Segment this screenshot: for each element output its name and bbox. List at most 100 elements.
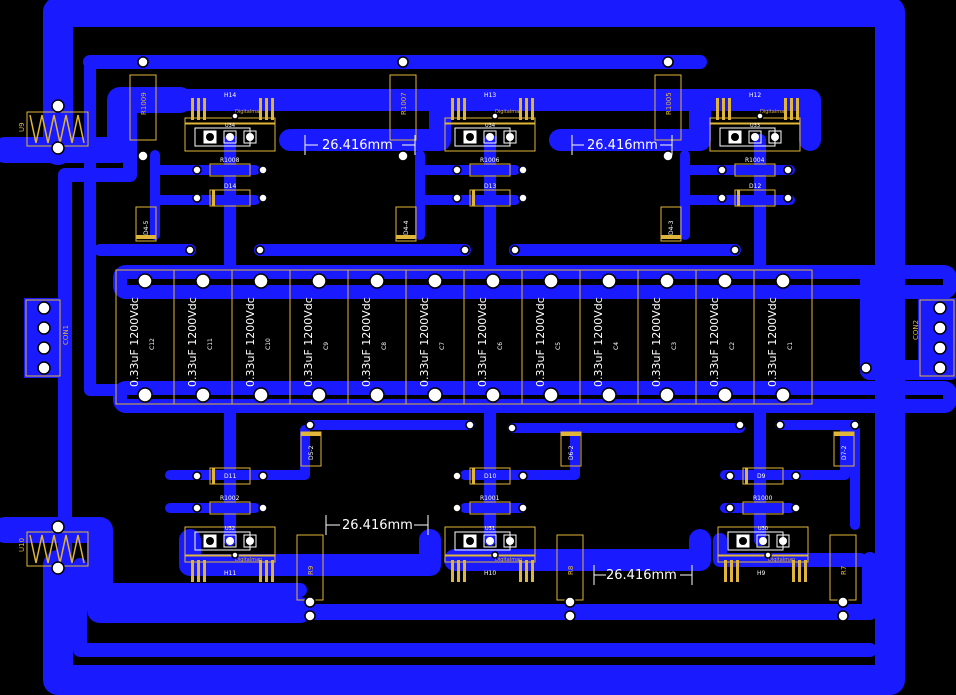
diode-band [737, 190, 740, 206]
capacitor-ref: C5 [555, 342, 562, 350]
capacitor-ref: C6 [497, 342, 504, 350]
diode-band [212, 468, 215, 484]
via-pad [507, 423, 517, 433]
heatsink-base [184, 117, 276, 125]
heatsink-mount-hole [491, 112, 499, 120]
diode-ref: D13 [484, 183, 496, 190]
via-pad [850, 420, 860, 430]
heatsink-fin [451, 98, 454, 120]
left-drain-loop [58, 93, 307, 597]
connector-con2-pin3 [933, 341, 947, 355]
resistor-tall-pad-a [662, 56, 674, 68]
resistor-bar-pad-a [725, 503, 735, 513]
heatsink-fin [463, 560, 466, 582]
brand-label: Digitalman [495, 109, 522, 115]
resistor-tall-outline [129, 74, 157, 141]
heatsink-fin [790, 98, 793, 120]
heatsink-fin [265, 98, 268, 120]
bottom-drain-bus [92, 552, 878, 620]
capacitor-pad-top [427, 273, 443, 289]
diode-small-band [396, 235, 416, 239]
diode-band [745, 468, 748, 484]
heatsink-base [444, 555, 536, 563]
brand-label: Digitalman [768, 557, 795, 563]
transistor-outline [184, 526, 276, 556]
transistor-pin-hole [739, 537, 747, 545]
heatsink-fin [457, 560, 460, 582]
diode-small-band [136, 235, 156, 239]
transistor-pin-hole [486, 133, 494, 141]
resistor-bar-pad-b [258, 165, 268, 175]
heatsink-fin [451, 560, 454, 582]
coil-u9-pad-top [51, 99, 65, 113]
heatsink-fin [519, 560, 522, 582]
cap-plane-bottom [113, 381, 956, 413]
diode-small-ref: D6-2 [568, 445, 575, 460]
capacitor-pad-bottom [195, 387, 211, 403]
dimension-top-right-lines [571, 135, 673, 155]
transistor-pin [223, 534, 237, 548]
via-pad [510, 245, 520, 255]
capacitor-pad-top [369, 273, 385, 289]
resistor-tall-pad-a [837, 610, 849, 622]
capacitor-ref: C12 [149, 338, 156, 350]
top-branch-2 [415, 150, 520, 240]
resistor-bar-pad-a [717, 165, 727, 175]
heatsink-base [709, 117, 801, 125]
dimension-bottom-right: 26.416mm [593, 565, 693, 585]
diode-pad-b [258, 193, 268, 203]
diode-outline [209, 467, 251, 485]
transistor-pin [243, 534, 257, 548]
coil-u10: U10 [18, 520, 89, 575]
connector-con2-pin4 [933, 361, 947, 375]
dimension-bottom-right-label: 26.416mm [606, 568, 677, 583]
capacitor-pad-top [311, 273, 327, 289]
transistor-body [454, 127, 511, 147]
heatsink-ref: H13 [484, 92, 496, 99]
resistor-bar-outline [469, 163, 511, 177]
connector-con2-outline [919, 299, 955, 377]
resistor-bar-ref: R1002 [220, 495, 240, 502]
resistor-bar-pad-a [452, 503, 462, 513]
diode-small-ref: D7-2 [841, 445, 848, 460]
capacitor-value: 0.33uF 1200Vdc [476, 297, 489, 387]
resistor-tall-outline [654, 74, 682, 141]
transistor-outline [717, 526, 809, 556]
coil-u10-zigzag [29, 534, 85, 564]
heatsink-fin [531, 560, 534, 582]
capacitor-pad-top [485, 273, 501, 289]
brand-label: Digitalman [235, 109, 262, 115]
dimension-top-left-label: 26.416mm [322, 138, 393, 153]
diode-pad-b [518, 193, 528, 203]
diode-band [212, 190, 215, 206]
dimension-top-right: 26.416mm [571, 135, 673, 155]
capacitor-pad-bottom [543, 387, 559, 403]
transistor-pin [243, 130, 257, 144]
dimension-bottom-left: 26.416mm [325, 515, 429, 535]
via-pad [465, 420, 475, 430]
connector-con2-pin1 [933, 301, 947, 315]
resistor-bar-outline [209, 163, 251, 177]
heatsink-fin [736, 560, 739, 582]
diode-pad-b [783, 193, 793, 203]
bottom-module-loop-3 [713, 533, 867, 567]
transistor-pin [748, 130, 762, 144]
transistor-pin-hole [206, 133, 214, 141]
transistor-pin-hole [759, 537, 767, 545]
diode-band [472, 468, 475, 484]
capacitor-pad-bottom [253, 387, 269, 403]
cap-plane-top [113, 265, 956, 299]
resistor-tall-pad-b [837, 596, 849, 608]
heatsink-fin [519, 98, 522, 120]
capacitor-ref: C11 [207, 338, 214, 350]
diode-band [472, 190, 475, 206]
connector-con1-pin1 [37, 301, 51, 315]
